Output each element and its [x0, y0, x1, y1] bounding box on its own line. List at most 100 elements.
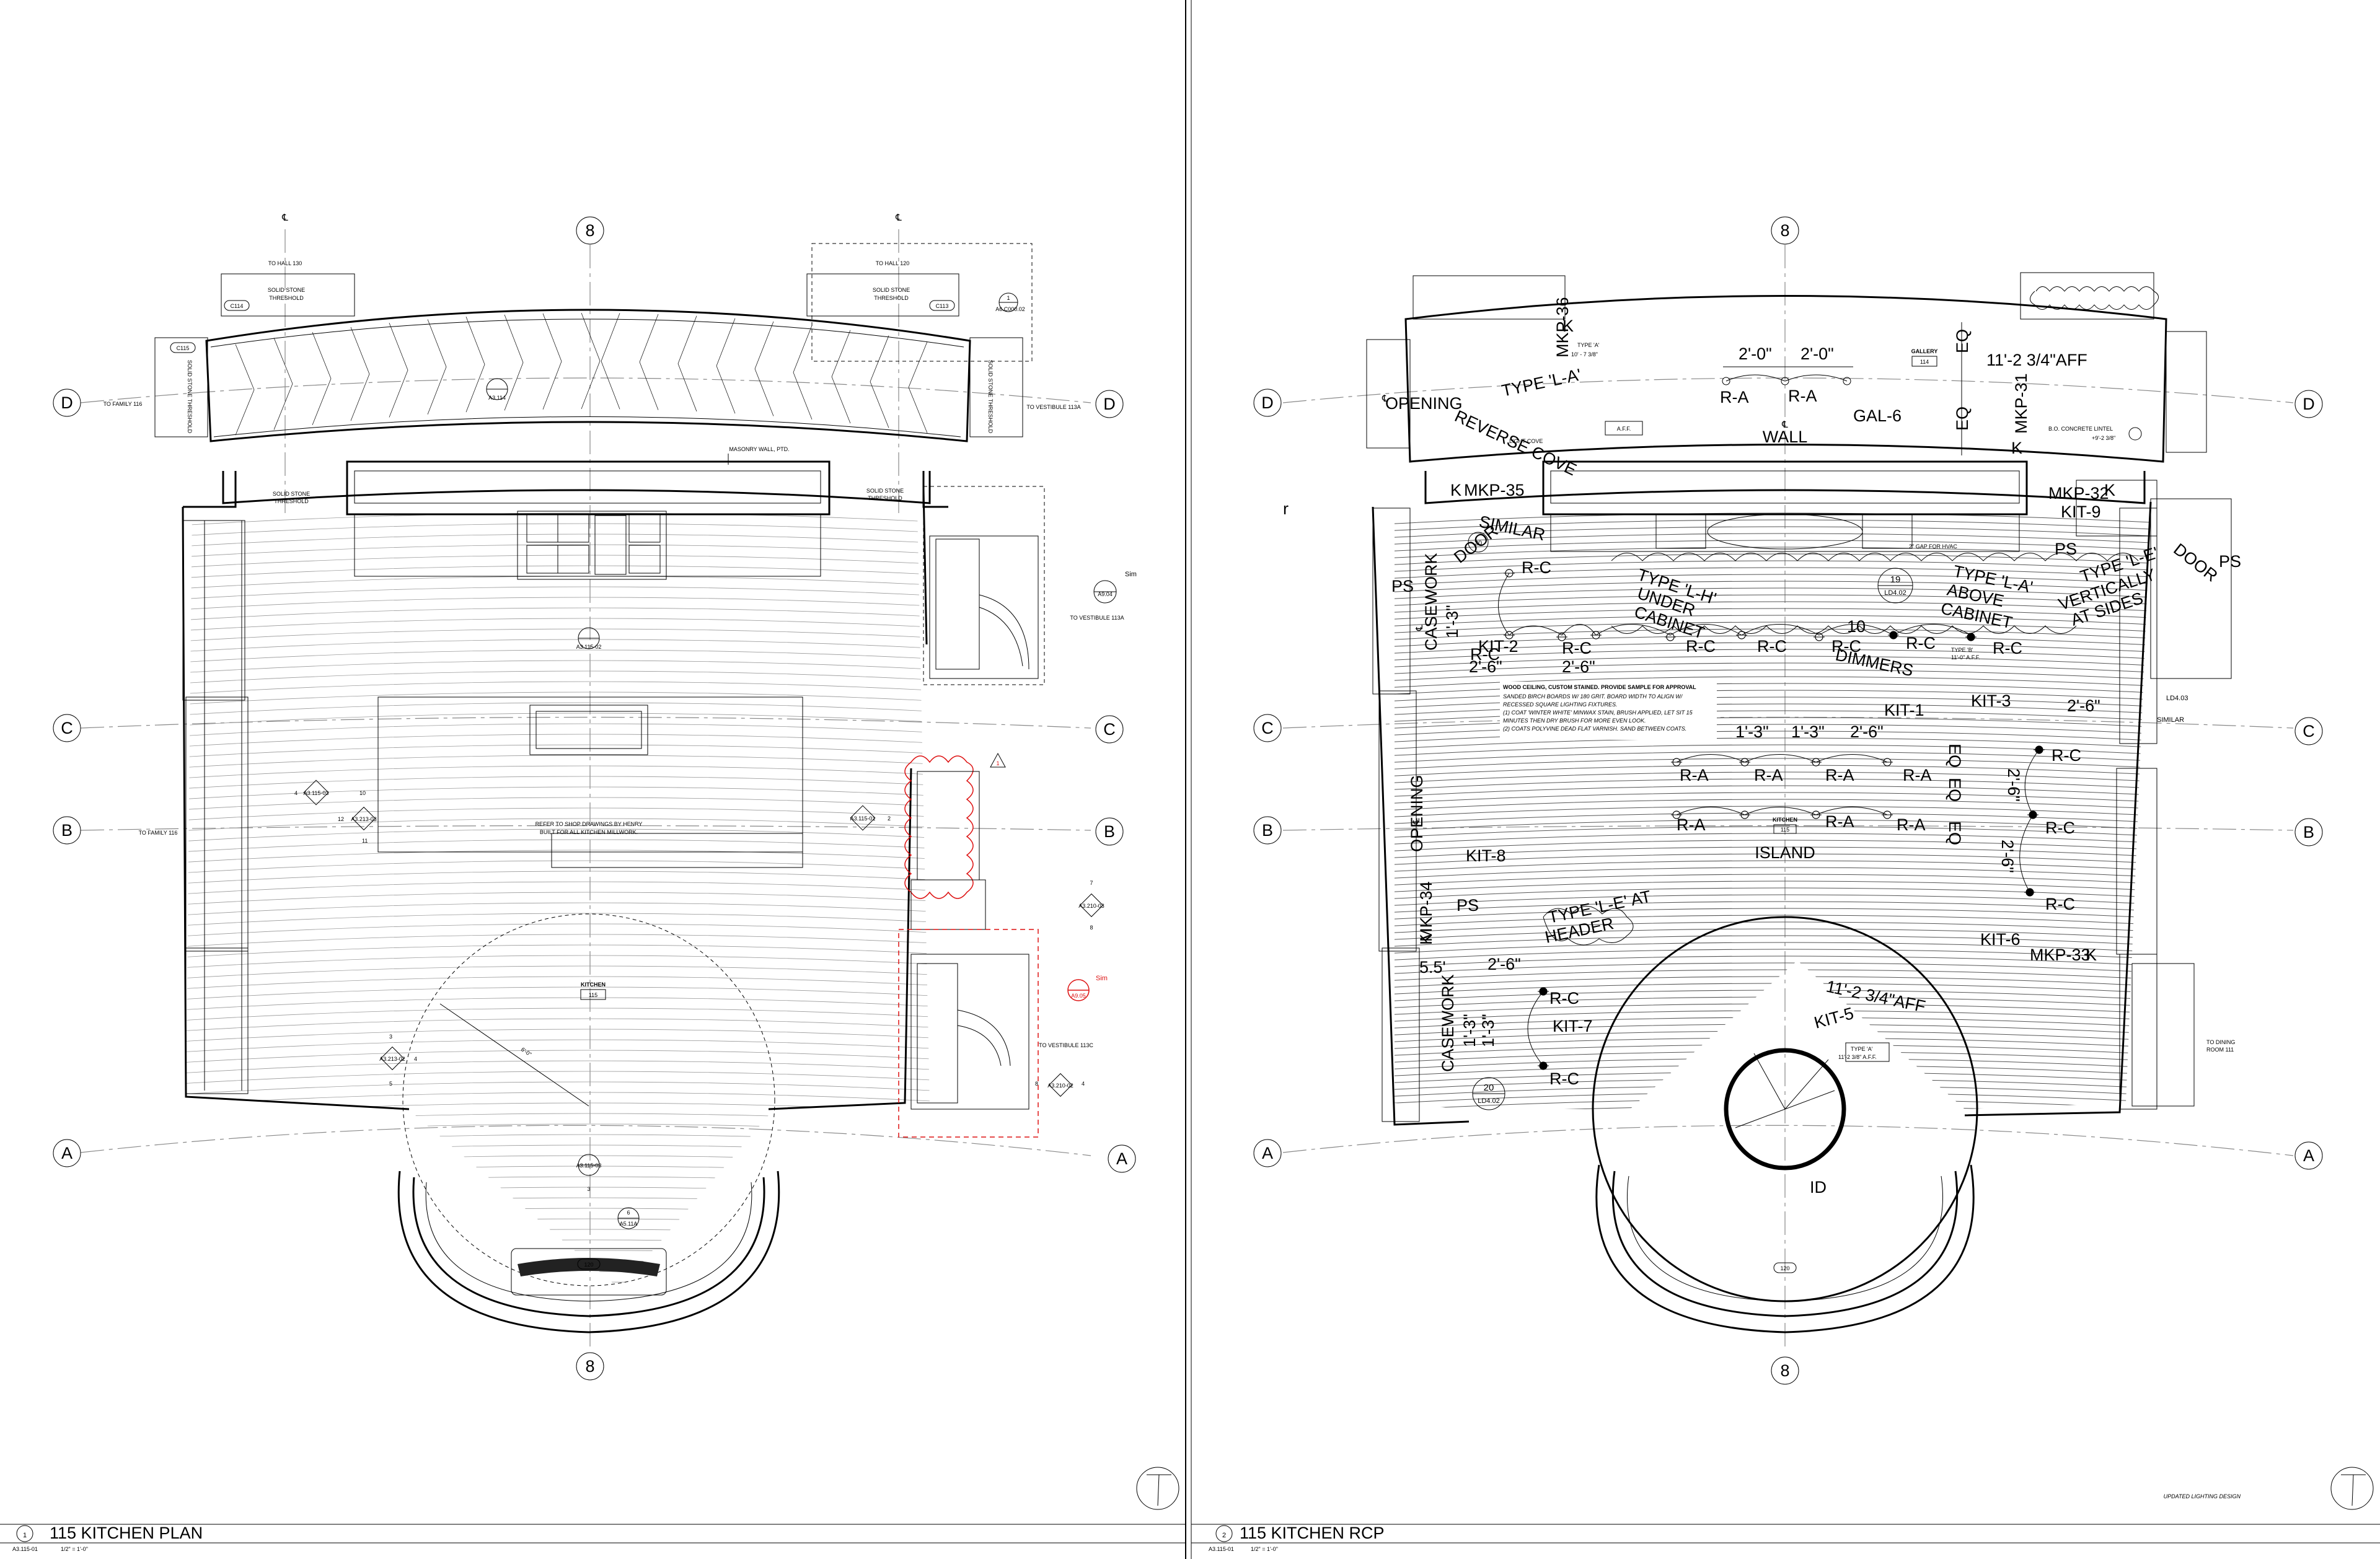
- plank-line: [1395, 621, 2151, 635]
- svg-text:SANDED BIRCH BOARDS W/ 180 GRI: SANDED BIRCH BOARDS W/ 180 GRIT. BOARD W…: [1503, 693, 1683, 700]
- plank-line: [186, 681, 930, 695]
- rcp-rc-9: R-C: [2052, 746, 2081, 765]
- svg-text:12: 12: [338, 816, 344, 822]
- rcp-grid-bubble-8-bottom: 8: [1771, 1356, 1799, 1385]
- rcp-ps-l2: PS: [1457, 896, 1479, 915]
- label-threshold-inner-l: THRESHOLD: [274, 498, 309, 504]
- rcp-grid-bubble-a-left: A: [1253, 1139, 1282, 1167]
- rcp-label-opening-mid: OPENING: [1408, 775, 1426, 852]
- section-ref-a6c00002: 1 A6.C000.02: [995, 292, 1025, 312]
- svg-text:1/2" = 1'-0": 1/2" = 1'-0": [61, 1546, 88, 1552]
- svg-text:115: 115: [1781, 827, 1789, 833]
- detail-ref-a904: A9.04 Sim: [1093, 571, 1137, 604]
- rcp-door-label-r: DOOR: [2170, 540, 2221, 586]
- svg-text:A3.114: A3.114: [488, 395, 506, 401]
- svg-text:1: 1: [23, 1532, 27, 1539]
- herringbone-stroke: [908, 341, 928, 433]
- rcp-lintel-height: +9'-2 3/8": [2092, 435, 2115, 441]
- rcp-clouds-upper: [1611, 553, 2139, 634]
- svg-text:KITCHEN: KITCHEN: [1773, 817, 1797, 823]
- rcp-cl-opening: ℄: [1382, 393, 1388, 404]
- svg-text:K: K: [2011, 439, 2022, 457]
- grid-bubble-d-right: D: [1095, 390, 1124, 418]
- svg-text:C115: C115: [177, 345, 190, 351]
- rcp-grid-bubble-c-right: C: [2294, 717, 2323, 745]
- plank-line: [186, 1018, 930, 1032]
- rcp-gallery-ceiling: [1366, 272, 2207, 463]
- svg-text:MKP-31: MKP-31: [2012, 373, 2030, 434]
- rcp-kit7: KIT-7: [1553, 1017, 1593, 1035]
- rcp-gallery-lights: [1722, 366, 1853, 385]
- rcp-rc-13: R-C: [1549, 1069, 1579, 1088]
- rcp-dim-13-b2: 1'-3": [1479, 1014, 1497, 1047]
- plank-line: [186, 818, 930, 832]
- plank-line: [186, 755, 930, 768]
- plank-line: [1395, 819, 2151, 833]
- rcp-light-row-upper: [1498, 569, 1977, 641]
- svg-text:A5.11A: A5.11A: [620, 1221, 638, 1227]
- rcp-stray-mark: r: [1283, 499, 1289, 518]
- rcp-casework-top: CASEWORK: [1422, 553, 1440, 651]
- plank-line: [1395, 737, 2151, 751]
- plank-line: [1395, 717, 2151, 731]
- elevation-ref-a3115-03-left: A3.115-03 4 10: [294, 779, 366, 806]
- threshold-box-right: [806, 273, 959, 317]
- plank-line: [1395, 676, 2151, 690]
- svg-text:A9.04: A9.04: [1098, 591, 1113, 597]
- svg-text:5: 5: [389, 1081, 392, 1087]
- label-solid-stone-inner-r: SOLID STONE: [866, 488, 904, 494]
- label-to-vestibule-113a: TO VESTIBULE 113A: [1070, 615, 1124, 621]
- plank-line: [1395, 744, 2151, 758]
- svg-text:8: 8: [1780, 1361, 1789, 1380]
- label-to-family-116: TO FAMILY 116: [139, 830, 178, 836]
- rcp-rc-12: R-C: [1549, 989, 1579, 1008]
- rcp-rc-6: R-C: [1831, 637, 1861, 656]
- label-solid-stone-r: SOLID STONE: [873, 287, 910, 293]
- svg-text:A3.115-03: A3.115-03: [576, 1162, 602, 1169]
- grid-bubble-c-left: C: [53, 714, 81, 742]
- plank-line: [1395, 949, 2151, 962]
- svg-text:120: 120: [1780, 1265, 1789, 1271]
- svg-text:A: A: [1116, 1149, 1127, 1168]
- rcp-ps-l1: PS: [1391, 577, 1414, 595]
- svg-text:114: 114: [1920, 359, 1929, 365]
- svg-text:GALLERY: GALLERY: [1911, 348, 1938, 354]
- svg-text:A3.213-03: A3.213-03: [351, 816, 377, 822]
- plank-line: [1395, 669, 2151, 683]
- plank-line: [186, 1008, 930, 1021]
- plank-line: [1395, 567, 2151, 581]
- rcp-id-label: ID: [1810, 1178, 1827, 1197]
- plank-line: [186, 807, 930, 821]
- svg-text:B: B: [2303, 823, 2314, 841]
- title-bar-plan: 1 115 KITCHEN PLAN A3.115-01 1/2" = 1'-0…: [0, 1524, 1186, 1552]
- rcp-ps-r2: PS: [2219, 552, 2241, 571]
- label-threshold-inner-r: THRESHOLD: [868, 495, 902, 501]
- label-solid-stone-l: SOLID STONE: [268, 287, 305, 293]
- kitchen-walls: [182, 471, 948, 1110]
- label-to-family-116-top: TO FAMILY 116: [104, 401, 143, 407]
- centerline-mark-left: ℄: [281, 213, 288, 223]
- svg-text:D: D: [1103, 395, 1116, 413]
- plank-line: [1395, 601, 2151, 615]
- svg-text:11'-2 3/8" A.F.F.: 11'-2 3/8" A.F.F.: [1838, 1054, 1877, 1060]
- svg-text:TYPE 'A': TYPE 'A': [1851, 1046, 1873, 1052]
- rcp-rc-8: R-C: [1993, 639, 2022, 657]
- rcp-kit1: KIT-1: [1884, 701, 1924, 719]
- switch-leg-upper: [1509, 624, 1972, 636]
- plank-line: [186, 934, 930, 947]
- plank-line: [186, 734, 930, 747]
- grid-bubble-d-left: D: [53, 389, 81, 417]
- elevation-ref-a3210-03: A3.210-03 7 8: [1078, 880, 1104, 931]
- rcp-ra-2: R-A: [1754, 766, 1783, 784]
- section-ref-a3115-03-bottom: A3.115-03 3: [576, 1154, 602, 1192]
- plank-line: [1395, 751, 2151, 765]
- rcp-island-label: ISLAND: [1755, 843, 1815, 862]
- svg-text:A6.C000.02: A6.C000.02: [995, 306, 1025, 312]
- elevation-ref-a3213-02: A3.213-02 3 4 5: [379, 1034, 417, 1087]
- plank-line: [1395, 758, 2151, 771]
- svg-text:A9.05: A9.05: [1071, 993, 1086, 999]
- rcp-aff-label: A.F.F.: [1617, 426, 1631, 432]
- svg-text:A3.115-02: A3.115-02: [576, 644, 602, 650]
- plank-line: [1395, 887, 2151, 901]
- plank-line: [1395, 608, 2151, 621]
